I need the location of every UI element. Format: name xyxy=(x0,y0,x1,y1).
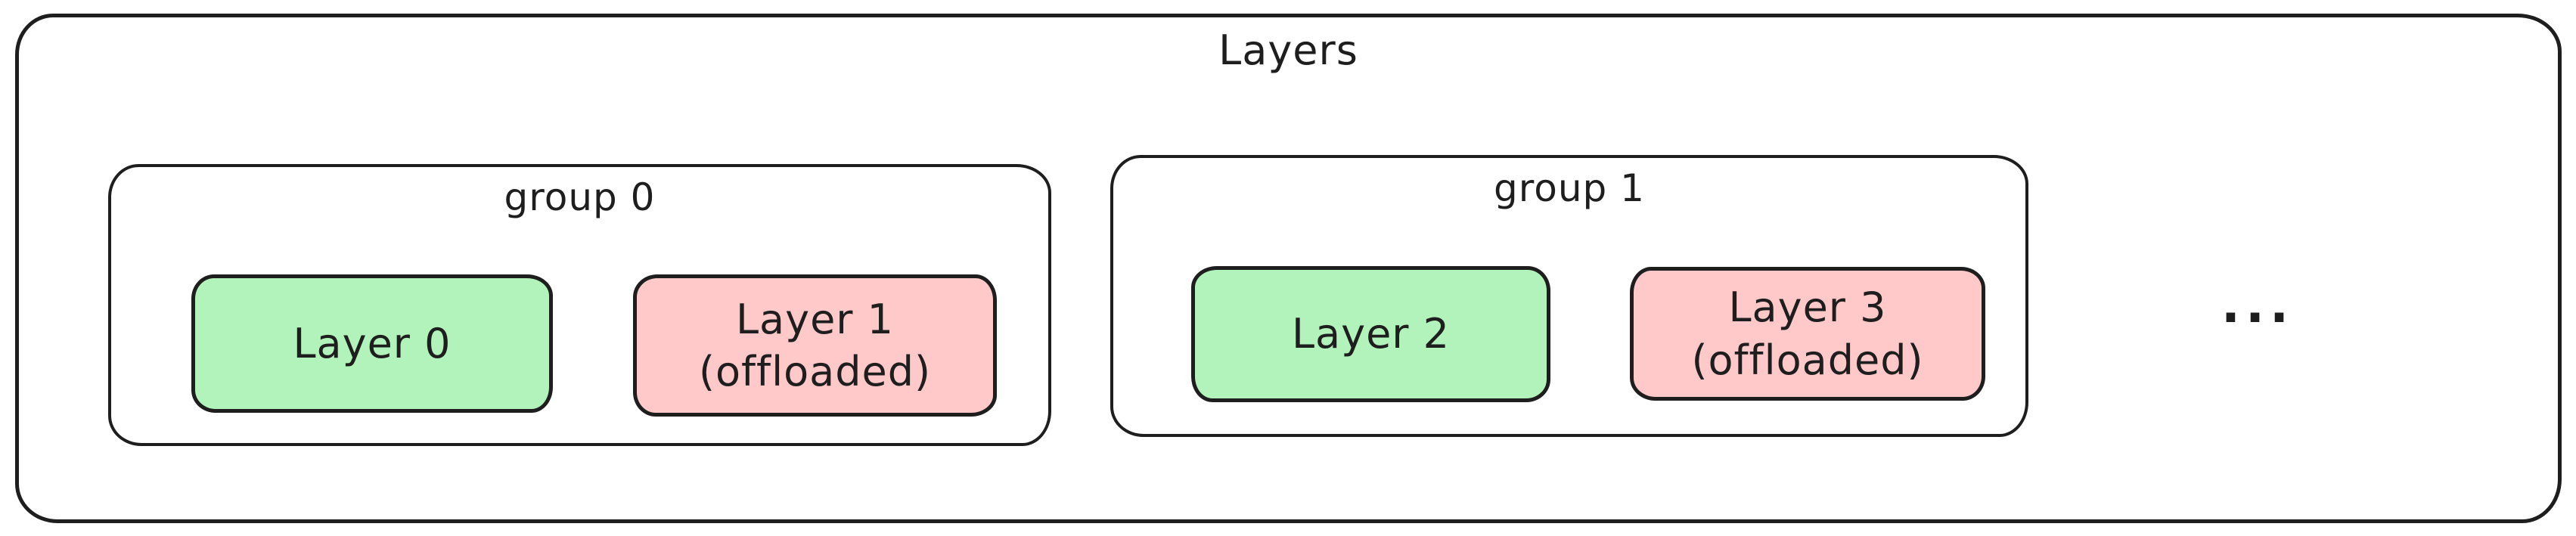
layers-container: Layers group 0 Layer 0 Layer 1 (offloade… xyxy=(15,14,2562,523)
layer-2-label: Layer 2 xyxy=(1291,310,1451,358)
layer-0-box: Layer 0 xyxy=(191,274,553,413)
layer-1-box: Layer 1 (offloaded) xyxy=(633,274,997,417)
layer-2-box: Layer 2 xyxy=(1191,266,1550,402)
layer-1-sublabel: (offloaded) xyxy=(698,348,932,395)
group-0-box: group 0 Layer 0 Layer 1 (offloaded) xyxy=(108,164,1051,446)
layer-3-sublabel: (offloaded) xyxy=(1691,336,1924,384)
group-0-label: group 0 xyxy=(504,175,656,219)
layers-title: Layers xyxy=(1218,26,1358,74)
group-1-label: group 1 xyxy=(1494,166,1645,210)
group-1-box: group 1 Layer 2 Layer 3 (offloaded) xyxy=(1110,155,2028,437)
layer-1-label: Layer 1 xyxy=(735,295,895,343)
layer-3-label: Layer 3 xyxy=(1728,283,1887,332)
layer-0-label: Layer 0 xyxy=(293,319,452,367)
more-groups-ellipsis: ... xyxy=(2221,276,2295,334)
layer-3-box: Layer 3 (offloaded) xyxy=(1630,267,1985,401)
